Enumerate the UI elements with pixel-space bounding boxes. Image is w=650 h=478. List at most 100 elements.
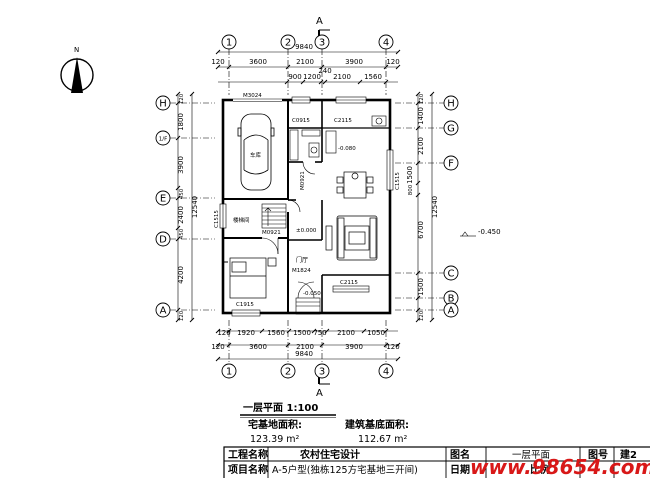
dim-bottom-r2-1: 3600 — [249, 343, 267, 351]
kitchen-fixtures — [289, 115, 387, 161]
axis-left-d: D — [159, 235, 167, 246]
label-c1915: C1915 — [236, 302, 254, 308]
axis-right-h: H — [447, 99, 455, 110]
axis-bottom-1: 1 — [226, 367, 232, 378]
axis-bubbles-top: 1 2 3 4 — [221, 34, 394, 95]
dim-right-6: 1500 — [417, 278, 425, 296]
dim-top-r2-4: 1560 — [364, 73, 382, 81]
axis-bubbles-left: H 1/F E D A — [155, 95, 215, 318]
tb-drawing-no-label: 图号 — [588, 449, 608, 461]
axis-left-1f: 1/F — [159, 137, 168, 143]
north-label: N — [74, 46, 79, 54]
dim-bottom-r1-6: 1050 — [367, 329, 385, 337]
dim-right-5: 6700 — [417, 221, 425, 239]
axis-right-c: C — [448, 269, 455, 280]
tb-scale-label: 比例 — [530, 463, 550, 476]
dim-left-4: 2400 — [177, 206, 185, 224]
label-m3024: M3024 — [243, 93, 262, 99]
dimensions-top — [215, 49, 401, 85]
dim-right-0: 120 — [419, 93, 425, 104]
dim-top-r2-1: 1200 — [303, 73, 321, 81]
floor-plan-title: 一层平面 1:100 — [243, 402, 318, 414]
homestead-area-value: 123.39 m² — [250, 434, 300, 445]
level-outside: -0.450 — [478, 228, 501, 236]
dim-bottom-r1-5: 2100 — [337, 329, 355, 337]
dim-top-r1-1: 3600 — [249, 58, 267, 66]
tb-project-value: 农村住宅设计 — [299, 448, 360, 461]
room-hall: 门厅 — [296, 256, 308, 264]
axis-top-2: 2 — [285, 38, 291, 49]
dim-bottom-r2-3: 3900 — [345, 343, 363, 351]
dim-bottom-r1-1: 1920 — [237, 329, 255, 337]
label-c1515-right: C1515 — [395, 172, 401, 190]
dim-top-r1-2: 2100 — [296, 58, 314, 66]
stair-icon — [261, 203, 287, 229]
entry-steps — [295, 297, 321, 315]
section-mark-top-label: A — [316, 16, 323, 27]
axis-left-h: H — [159, 99, 167, 110]
axis-bottom-4: 4 — [383, 367, 389, 378]
axis-right-g: G — [447, 124, 455, 135]
label-m0921-b: M0921 — [262, 230, 281, 236]
dim-left-5: 450 — [179, 228, 185, 239]
dim-bottom-r1-4: 750 — [313, 329, 326, 337]
dim-bottom-r2-4: 120 — [386, 343, 399, 351]
axis-left-a: A — [160, 306, 167, 317]
tb-drawing-name-label: 图名 — [450, 448, 470, 461]
label-c1515-left: C1515 — [214, 210, 220, 228]
tb-project-label: 工程名称 — [228, 448, 268, 461]
label-c2115-bottom: C2115 — [340, 280, 358, 286]
axis-top-4: 4 — [383, 38, 389, 49]
dim-bottom-r1-2: 1560 — [267, 329, 285, 337]
dim-top-r1-3: 3900 — [345, 58, 363, 66]
label-c0915: C0915 — [292, 118, 310, 124]
dimensions-left — [175, 91, 195, 323]
dim-right-overall: 12540 — [431, 196, 439, 218]
label-c2115-top: C2115 — [334, 118, 352, 124]
bed-icon — [229, 257, 277, 299]
label-m0921-a: M0921 — [300, 171, 306, 190]
dim-right-1: 1400 — [417, 107, 425, 125]
dim-right-2: 2100 — [417, 137, 425, 155]
dim-left-0: 120 — [179, 93, 185, 104]
axis-top-1: 1 — [226, 38, 232, 49]
dim-left-1: 1800 — [177, 113, 185, 131]
watermark-text: www.98654.com — [470, 455, 650, 478]
dim-top-r1-4: 120 — [386, 58, 399, 66]
dim-right-4: 800 — [408, 184, 414, 195]
dimensions-bottom — [215, 328, 401, 362]
north-arrow: N — [60, 46, 94, 93]
tb-drawing-name-value: 一层平面 — [512, 450, 550, 461]
axis-top-3: 3 — [319, 38, 325, 49]
tb-date-label: 日期 — [450, 463, 470, 476]
title-block — [223, 446, 650, 478]
footprint-area-value: 112.67 m² — [358, 434, 408, 445]
dim-left-6: 4200 — [177, 266, 185, 284]
dim-left-3: 450 — [179, 188, 185, 199]
axis-left-e: E — [160, 194, 166, 205]
car-icon — [237, 113, 275, 191]
dimensions-right — [415, 91, 435, 323]
axis-bubbles-right: H G F C B A — [395, 95, 459, 318]
tb-drawing-no-value: 建2 — [619, 448, 637, 461]
dim-bottom-r1-3: 1500 — [293, 329, 311, 337]
sofa-icon — [325, 215, 378, 261]
dim-top-r2-0: 900 — [288, 73, 301, 81]
axis-bottom-3: 3 — [319, 367, 325, 378]
dim-bottom-overall: 9840 — [295, 350, 313, 358]
dim-right-7: 120 — [419, 310, 425, 321]
room-stair: 楼梯间 — [233, 216, 250, 224]
level-hall: ±0.000 — [296, 228, 317, 234]
dim-top-r2-2: 240 — [318, 67, 331, 75]
axis-bubbles-bottom: 1 2 3 4 — [221, 320, 394, 379]
dim-bottom-r1-0: 120 — [217, 329, 230, 337]
label-m1824: M1824 — [292, 268, 311, 274]
building-walls — [221, 98, 392, 315]
dim-bottom-r2-0: 120 — [211, 343, 224, 351]
axis-bottom-2: 2 — [285, 367, 291, 378]
door-swings — [261, 161, 316, 299]
axis-right-f: F — [448, 159, 454, 170]
axis-right-a: A — [448, 306, 455, 317]
tb-item-label: 项目名称 — [228, 463, 268, 476]
